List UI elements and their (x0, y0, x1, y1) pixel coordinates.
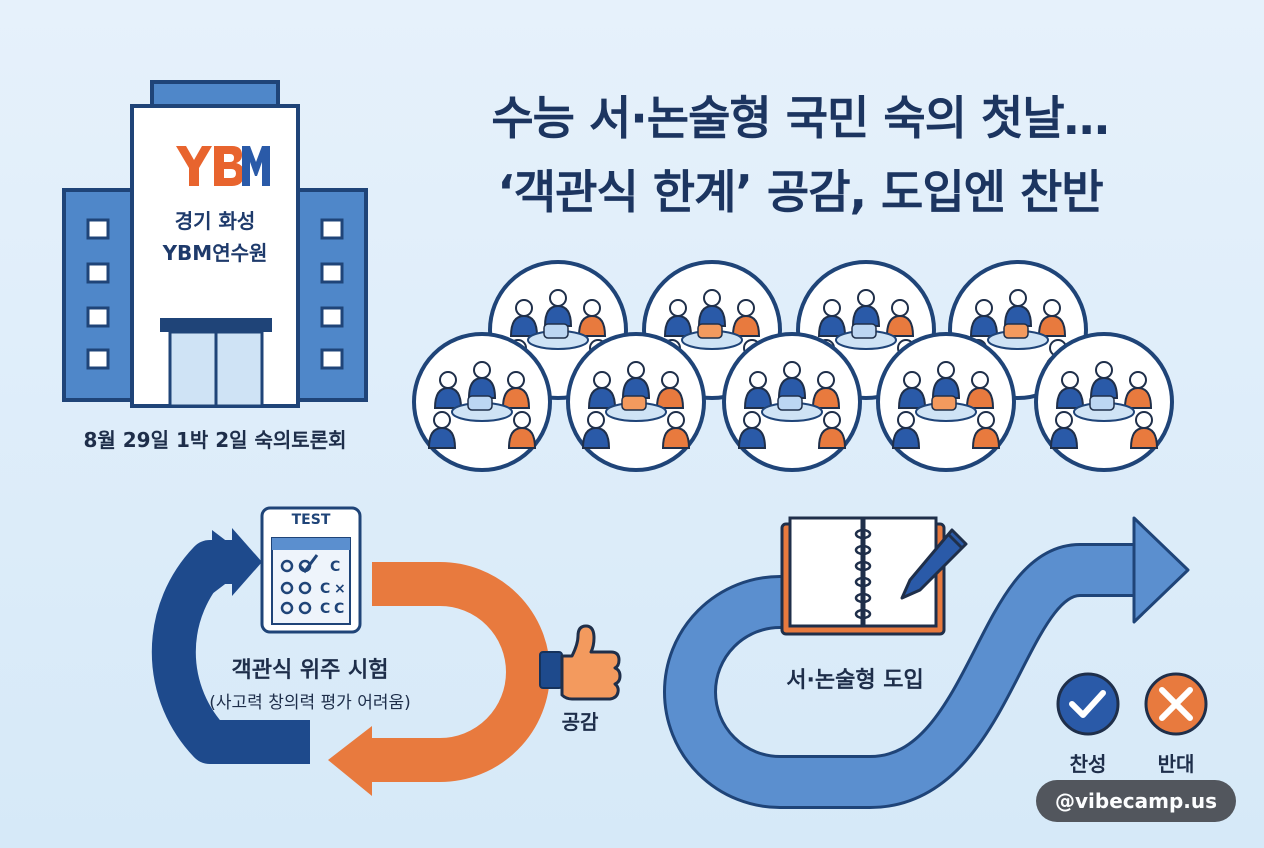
discussion-group-circle (722, 332, 862, 472)
approve-check-icon (1056, 672, 1120, 736)
orange-cycle-arrow (370, 562, 550, 782)
discussion-group-circle (876, 332, 1016, 472)
agree-label: 공감 (561, 710, 599, 734)
discussion-group-circle (412, 332, 552, 472)
discussion-groups (412, 260, 1174, 472)
discussion-group-circle (566, 332, 706, 472)
objective-test-cycle: C C × C C (151, 506, 622, 796)
objective-test-label: 객관식 위주 시험 (231, 658, 389, 683)
ybm-logo (176, 146, 270, 186)
building-illustration (62, 80, 368, 408)
reject-label: 반대 (1157, 752, 1195, 776)
essay-adoption-path (663, 516, 1208, 809)
open-notebook-icon (780, 516, 968, 636)
test-sheet-icon: C C × C C (260, 506, 362, 634)
orange-arrow-head (328, 726, 372, 796)
svg-text:C: C (334, 601, 344, 617)
navy-cycle-arrow (151, 540, 310, 764)
building-name-line-1: 경기 화성 (174, 209, 256, 233)
essay-adoption-label: 서·논술형 도입 (786, 668, 924, 693)
thumbs-up-icon (539, 624, 622, 701)
svg-text:C: C (330, 559, 340, 575)
objective-test-sublabel: (사고력 창의력 평가 어려움) (209, 693, 411, 713)
building-name-line-2: YBM연수원 (162, 241, 268, 265)
headline-line-2: ‘객관식 한계’ 공감, 도입엔 찬반 (497, 165, 1103, 219)
svg-text:×: × (334, 581, 346, 597)
approve-label: 찬성 (1069, 752, 1107, 776)
watermark-badge: @vibecamp.us (1036, 780, 1236, 822)
svg-text:C: C (320, 581, 330, 597)
reject-x-icon (1144, 672, 1208, 736)
test-sheet-header: TEST (291, 512, 331, 528)
svg-text:C: C (320, 601, 330, 617)
headline-line-1: 수능 서·논술형 국민 숙의 첫날… (491, 91, 1109, 145)
discussion-group-circle (1034, 332, 1174, 472)
event-date: 8월 29일 1박 2일 숙의토론회 (83, 428, 347, 452)
